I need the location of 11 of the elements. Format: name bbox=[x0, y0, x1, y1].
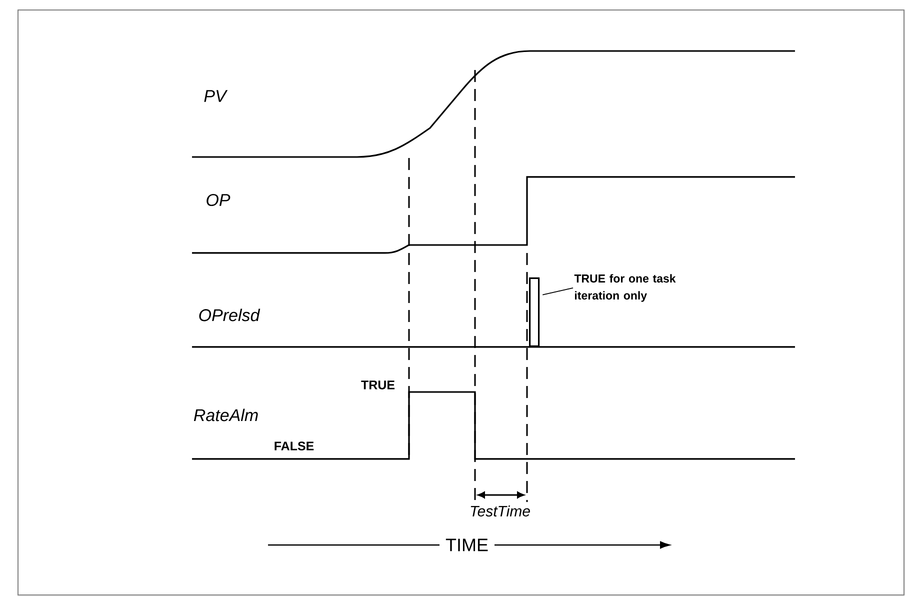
signal-name: OPrelsd bbox=[199, 308, 260, 322]
signal-name: PV bbox=[204, 90, 228, 102]
signal-name: OP bbox=[206, 194, 230, 206]
state-label: FALSE bbox=[274, 442, 314, 450]
pulse bbox=[529, 277, 540, 347]
signal-name: RateAlm bbox=[194, 408, 258, 422]
state-label: TRUE bbox=[361, 380, 395, 390]
callout-text: TRUE for one task iteration only bbox=[574, 274, 676, 302]
dimension-label: TestTime bbox=[470, 505, 530, 516]
leader-line bbox=[542, 288, 574, 296]
axis-label: TIME bbox=[440, 535, 494, 554]
